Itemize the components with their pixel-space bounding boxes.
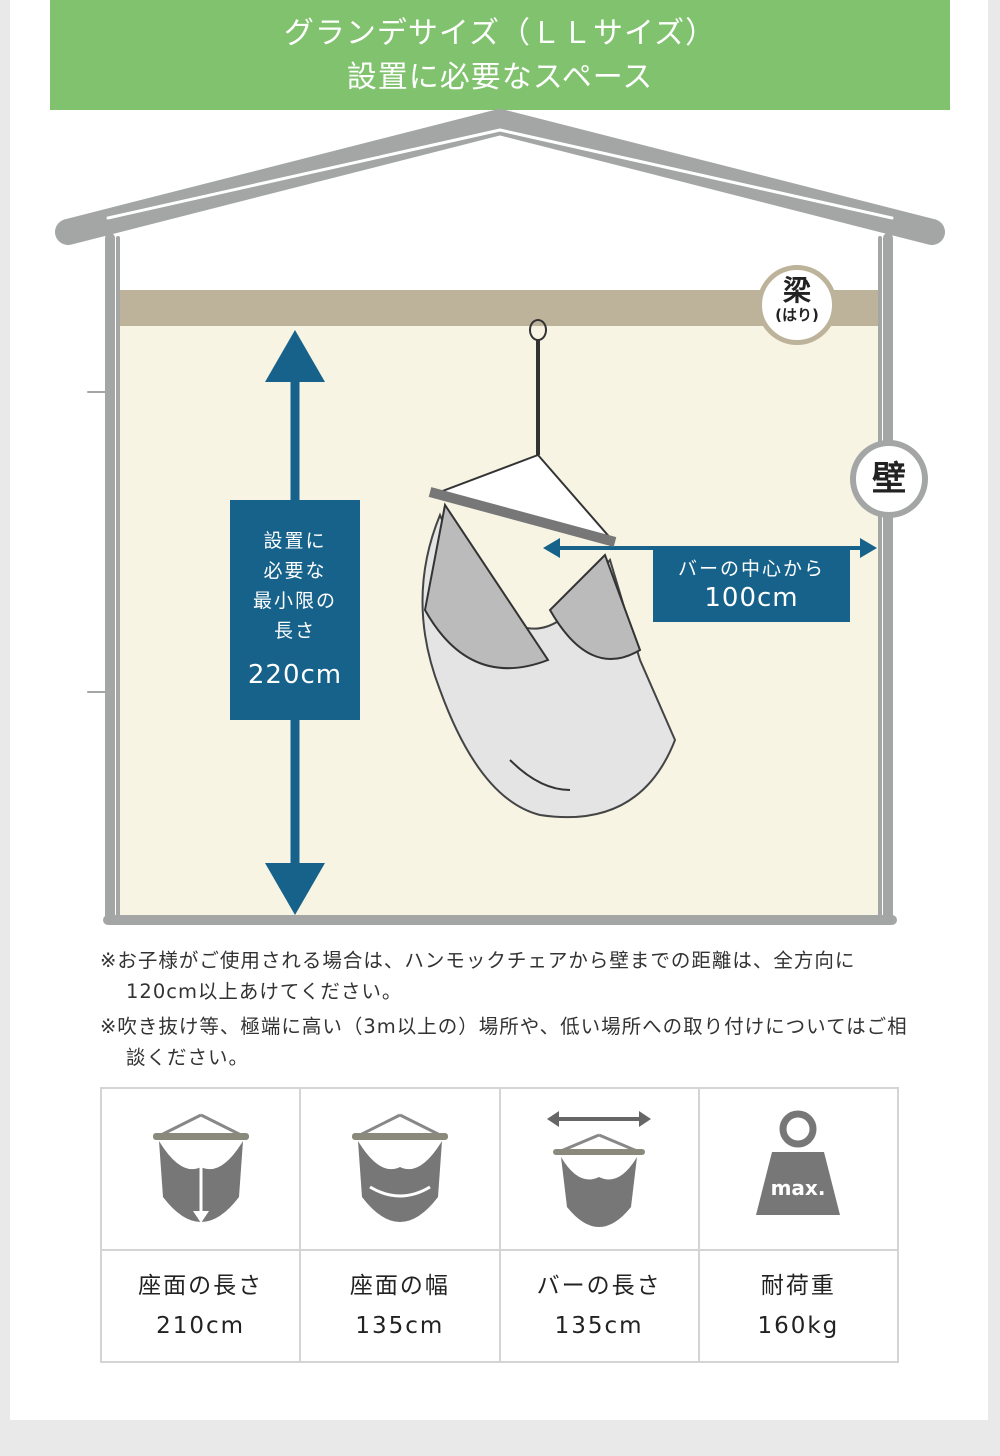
spec-label: バーの長さ (536, 1273, 662, 1299)
wall-badge: 壁 (850, 440, 928, 518)
seat-length-cell (99, 1087, 302, 1251)
height-label-line: 設置に (263, 530, 327, 552)
spec-label: 座面の幅 (349, 1273, 450, 1299)
house-outline (55, 109, 945, 925)
seat-width-cell (299, 1087, 501, 1251)
seat-width-icon (351, 1113, 448, 1222)
svg-text:max.: max. (771, 1176, 826, 1200)
beam-label: 梁 (782, 274, 811, 307)
distance-label: バーの中心から (677, 558, 825, 580)
beam-badge: 梁 (はり) (757, 265, 837, 345)
title-line-1: グランデサイズ（ＬＬサイズ） (283, 16, 717, 51)
spec-max-load: 耐荷重 160kg (697, 1249, 900, 1363)
max-load-cell: max. (697, 1087, 900, 1251)
spec-seat-width: 座面の幅 135cm (299, 1249, 501, 1363)
bar-length-cell (498, 1087, 700, 1251)
spec-seat-length: 座面の長さ 210cm (99, 1249, 302, 1363)
spec-value: 160kg (757, 1313, 840, 1339)
notes: ※お子様がご使用される場合は、ハンモックチェアから壁までの距離は、全方向に120… (100, 945, 920, 1077)
height-label-line: 最小限の (252, 590, 337, 612)
distance-value: 100cm (704, 583, 799, 613)
height-label-line: 必要な (263, 560, 327, 582)
title-line-2: 設置に必要なスペース (346, 60, 654, 95)
height-label-line: 長さ (273, 620, 316, 642)
wall-label: 壁 (872, 459, 906, 499)
distance-label-box: バーの中心から 100cm (653, 548, 850, 622)
beam-reading: (はり) (775, 306, 819, 324)
spec-bar-length: バーの長さ 135cm (498, 1249, 700, 1363)
note-installation: ※吹き抜け等、極端に高い（3m以上の）場所や、低い場所への取り付けについてはご相… (100, 1015, 908, 1069)
spec-label: 座面の長さ (138, 1273, 264, 1299)
page-title: グランデサイズ（ＬＬサイズ） 設置に必要なスペース (50, 0, 950, 110)
spec-value: 210cm (156, 1313, 246, 1339)
height-value: 220cm (247, 660, 343, 690)
note-children: ※お子様がご使用される場合は、ハンモックチェアから壁までの距離は、全方向に120… (100, 949, 856, 1003)
max-load-icon: max. (756, 1110, 841, 1215)
bar-length-icon (547, 1111, 652, 1227)
ceiling-beam (120, 290, 880, 326)
spec-value: 135cm (355, 1313, 445, 1339)
spec-label: 耐荷重 (760, 1273, 836, 1299)
hammock-chair-illustration (421, 319, 677, 819)
spec-table: max. 座面の長さ 210cm 座面の幅 135cm バーの長さ 135cm 耐荷重… (99, 1087, 900, 1363)
seat-length-icon (152, 1113, 249, 1223)
height-label-box: 設置に 必要な 最小限の 長さ 220cm (230, 500, 360, 720)
spec-value: 135cm (554, 1313, 644, 1339)
